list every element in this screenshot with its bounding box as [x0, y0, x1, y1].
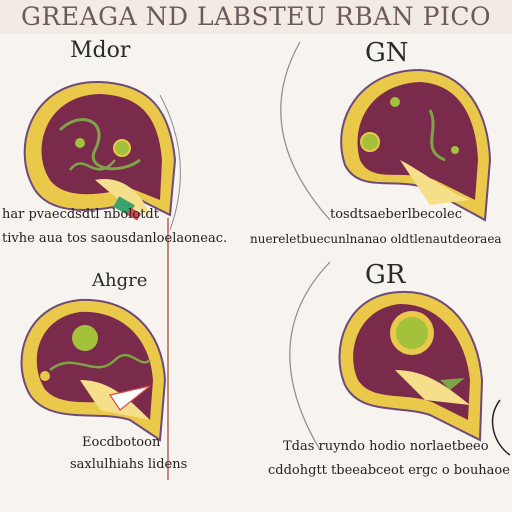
outer-arc-bottom-right — [289, 261, 331, 451]
caption-top-right-line-2: nuereletbuecunlnanao oldtlenautdeoraea — [250, 232, 502, 246]
outer-arc-top-right — [280, 41, 331, 221]
caption-bottom-left-line-1: Eocdbotoon — [82, 435, 161, 450]
brain-section-bottom-left — [20, 298, 167, 442]
title-banner — [0, 0, 512, 34]
brain-section-bottom-right — [338, 290, 511, 456]
caption-top-left-line-2: tivhe aua tos saousdanloelaoneac. — [2, 231, 228, 246]
caption-bottom-right-line-2: cddohgtt tbeeabceot ergc o bouhaoe — [268, 463, 510, 478]
quadrant-label-top-right: GN — [365, 38, 409, 68]
brain-section-top-left — [23, 80, 177, 221]
quadrant-label-bottom-right: GR — [365, 260, 406, 290]
caption-bottom-left-line-2: saxlulhiahs lidens — [70, 457, 188, 472]
brain-section-top-right — [340, 68, 492, 222]
caption-top-left-line-1: har pvaecdsdtl nbolotdt — [2, 207, 159, 222]
caption-bottom-right-line-1: Tdas ruyndo hodio norlaetbeeo — [283, 439, 489, 454]
quadrant-label-top-left: Mdor — [70, 38, 131, 63]
caption-top-right-line-1: tosdtsaeberlbecolec — [330, 207, 463, 222]
page-title: GREAGA ND LABSTEU RBAN PICO — [21, 2, 491, 31]
quadrant-label-bottom-left: Ahgre — [92, 270, 148, 291]
outer-arc-top-left — [159, 94, 181, 231]
